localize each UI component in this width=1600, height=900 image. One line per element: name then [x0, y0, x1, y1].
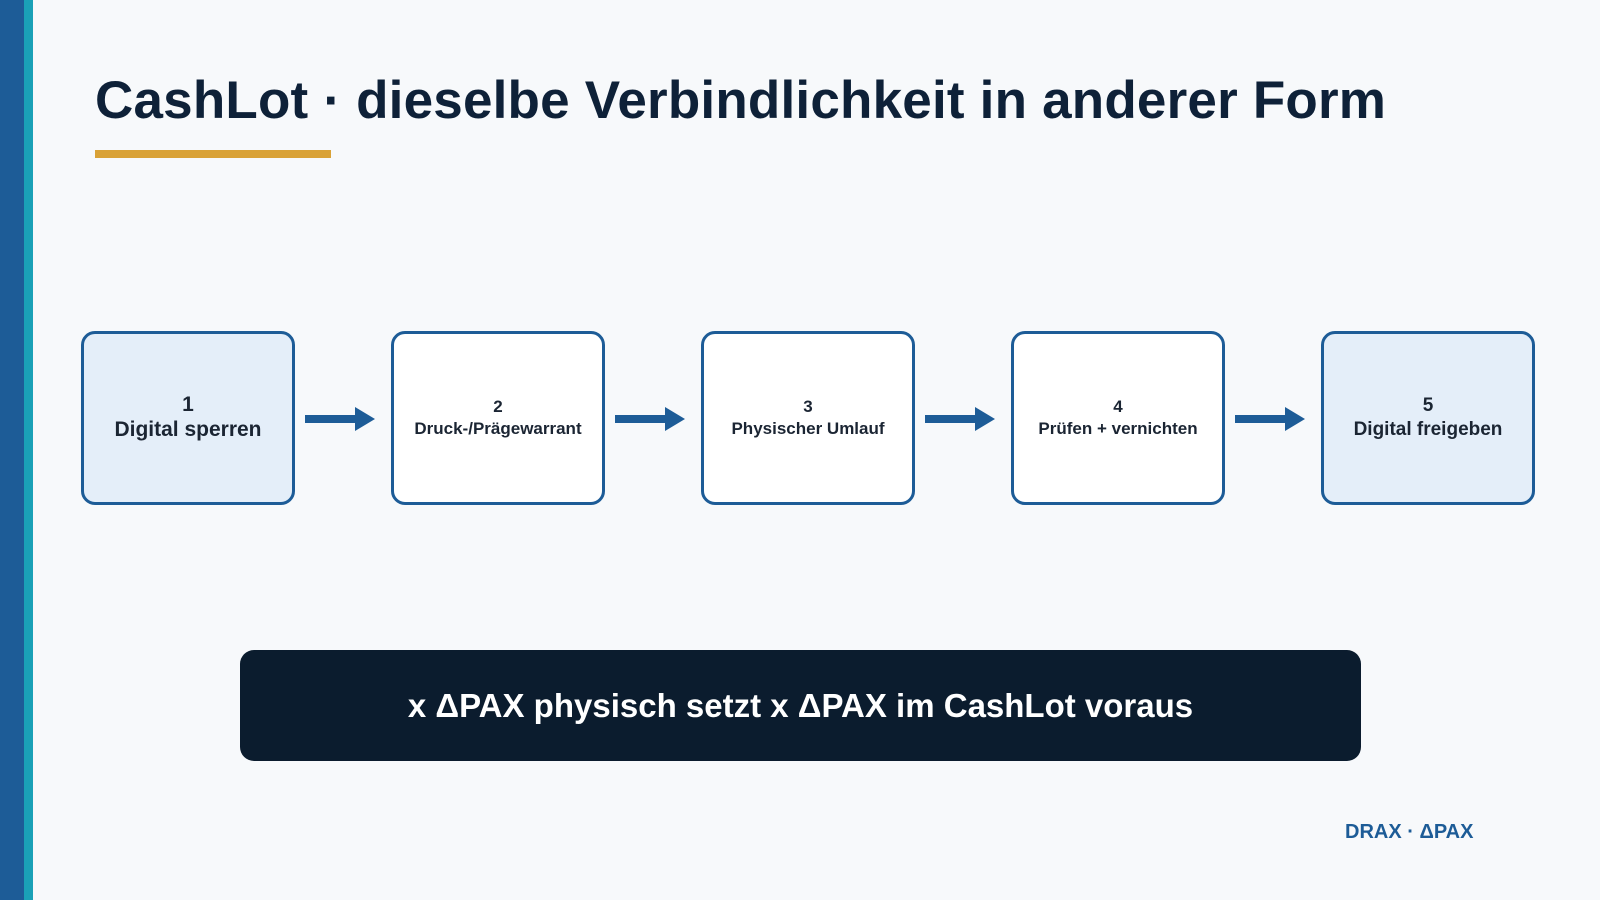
step-label: Druck-/Prägewarrant — [414, 418, 582, 438]
flow-step-5: 5 Digital freigeben — [1321, 331, 1535, 505]
page-title: CashLot · dieselbe Verbindlichkeit in an… — [95, 71, 1387, 130]
step-label: Physischer Umlauf — [731, 418, 885, 438]
step-label: Digital sperren — [114, 418, 262, 442]
brand-label: DRAX · ΔPAX — [1345, 821, 1474, 843]
step-number: 3 — [803, 397, 813, 417]
title-underline — [95, 150, 331, 158]
key-statement-banner: x ΔPAX physisch setzt x ΔPAX im CashLot … — [240, 650, 1361, 761]
step-number: 5 — [1422, 394, 1434, 416]
arrow-right-icon — [925, 407, 995, 431]
arrow-right-icon — [305, 407, 375, 431]
step-number: 4 — [1113, 397, 1123, 417]
flow-step-4: 4 Prüfen + vernichten — [1011, 331, 1225, 505]
key-statement-text: x ΔPAX physisch setzt x ΔPAX im CashLot … — [407, 686, 1194, 724]
left-accent-bar — [0, 0, 33, 900]
arrow-right-icon — [1235, 407, 1305, 431]
step-label: Digital freigeben — [1353, 418, 1503, 440]
flow-step-1: 1 Digital sperren — [81, 331, 295, 505]
arrow-right-icon — [615, 407, 685, 431]
step-label: Prüfen + vernichten — [1038, 418, 1198, 438]
step-number: 1 — [182, 393, 194, 417]
flow-step-2: 2 Druck-/Prägewarrant — [391, 331, 605, 505]
step-number: 2 — [493, 397, 503, 417]
flow-step-3: 3 Physischer Umlauf — [701, 331, 915, 505]
